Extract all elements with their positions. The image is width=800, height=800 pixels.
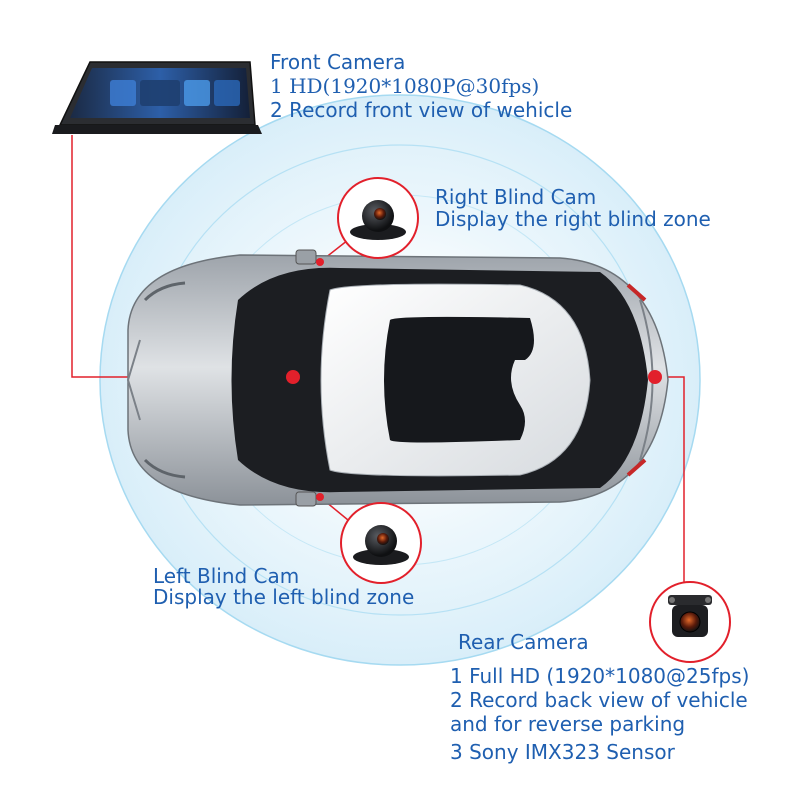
cam-bracket bbox=[668, 595, 712, 605]
left-blind-cam-device bbox=[340, 502, 422, 584]
left-blind-cam-title: Left Blind Cam bbox=[153, 564, 300, 588]
screen-tile bbox=[110, 80, 136, 106]
front-camera-marker-dot bbox=[286, 370, 300, 384]
cam-lens bbox=[679, 611, 701, 633]
front-camera-spec-2: 2 Record front view of wehicle bbox=[270, 98, 573, 122]
right-blind-cam-desc: Display the right blind zone bbox=[435, 207, 711, 231]
side-camera-icon bbox=[350, 200, 406, 240]
right-blind-cam-title: Right Blind Cam bbox=[435, 185, 597, 209]
rear-camera-label: Rear Camera 1 Full HD (1920*1080@25fps) … bbox=[450, 630, 749, 764]
right-side-mirror bbox=[295, 249, 317, 265]
headlight-left bbox=[143, 458, 186, 479]
rear-camera-spec-1: 1 Full HD (1920*1080@25fps) bbox=[450, 664, 750, 688]
bracket-screw bbox=[669, 597, 675, 603]
rear-camera-title: Rear Camera bbox=[458, 630, 589, 654]
rear-camera-spec-3: 3 Sony IMX323 Sensor bbox=[450, 740, 675, 764]
rear-camera-device bbox=[649, 581, 731, 663]
car-sunroof bbox=[384, 316, 534, 443]
camera-position-markers bbox=[286, 258, 662, 501]
headlight-right bbox=[143, 281, 186, 302]
radar-ring-outer bbox=[99, 94, 701, 666]
right-blind-cam-device bbox=[337, 177, 419, 259]
mirror-base bbox=[52, 125, 262, 134]
taillight-left bbox=[626, 458, 647, 477]
car-front-bumper bbox=[126, 339, 141, 421]
right-blind-marker-dot bbox=[316, 258, 324, 266]
left-blind-cam-desc: Display the left blind zone bbox=[153, 585, 415, 609]
rear-camera-spec-2a: 2 Record back view of vehicle bbox=[450, 688, 748, 712]
front-camera-spec-1: 1 HD(1920*1080P@30fps) bbox=[270, 74, 540, 98]
reverse-camera-icon bbox=[668, 595, 712, 637]
cam-lens bbox=[374, 208, 386, 220]
rear-camera-spec-2b: and for reverse parking bbox=[450, 712, 686, 736]
screen-tile bbox=[140, 80, 180, 106]
car-top-view bbox=[126, 249, 669, 507]
dash-mirror-screen-icon bbox=[52, 61, 262, 134]
cam-lens bbox=[377, 533, 389, 545]
side-camera-icon bbox=[353, 525, 409, 565]
front-camera-label: Front Camera 1 HD(1920*1080P@30fps) 2 Re… bbox=[270, 50, 572, 122]
right-blind-cam-label: Right Blind Cam Display the right blind … bbox=[435, 186, 711, 230]
screen-tile bbox=[214, 80, 240, 106]
rear-camera-marker-dot bbox=[648, 370, 662, 384]
left-blind-cam-label: Left Blind Cam Display the left blind zo… bbox=[153, 566, 414, 608]
left-blind-marker-dot bbox=[316, 493, 324, 501]
taillight-right bbox=[626, 283, 647, 302]
left-side-mirror bbox=[295, 491, 317, 507]
front-camera-title: Front Camera bbox=[270, 50, 406, 74]
bracket-screw bbox=[705, 597, 711, 603]
screen-tile bbox=[184, 80, 210, 106]
